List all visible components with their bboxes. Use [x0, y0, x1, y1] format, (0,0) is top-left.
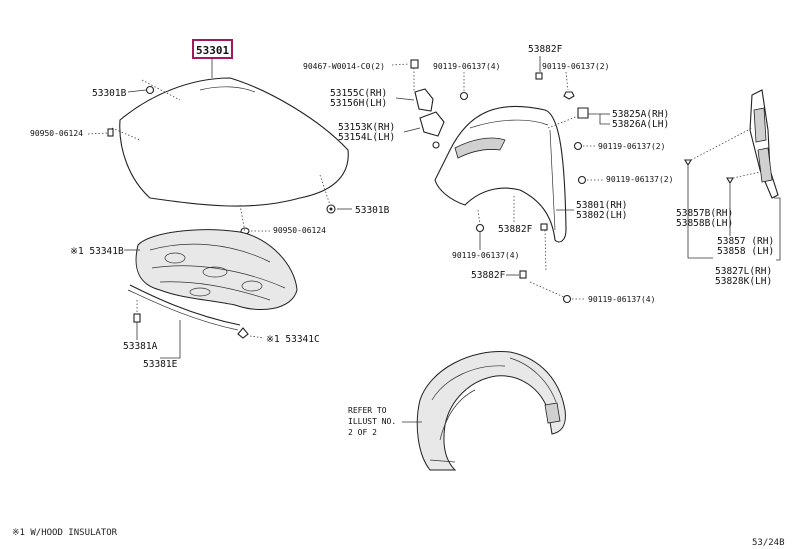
seal-clip-icon	[133, 300, 141, 323]
part-label-53882f-lower[interactable]: 53882F	[471, 270, 506, 281]
rh-bracket-icon	[547, 107, 589, 129]
refer-line-1: REFER TO	[348, 406, 387, 415]
top-screw-icon	[459, 72, 469, 101]
part-label-53341c[interactable]: ※1 53341C	[266, 334, 320, 345]
part-label-53857[interactable]: 53857 (RH)	[717, 236, 774, 247]
part-label-53882f-top[interactable]: 53882F	[528, 44, 563, 55]
top-bolt-2-icon	[563, 71, 575, 100]
lower-nut-icon	[519, 270, 527, 279]
part-label-53857b[interactable]: 53857B(RH)	[676, 208, 733, 219]
part-label-90119-top[interactable]: 90119-06137(4)	[433, 62, 500, 71]
hood-panel[interactable]	[111, 77, 349, 233]
part-label-53156h[interactable]: 53156H(LH)	[330, 98, 387, 109]
fender-nut-icon	[540, 223, 548, 231]
fender-seal-strip[interactable]	[749, 89, 779, 199]
hood-insulator[interactable]	[135, 229, 298, 311]
part-label-90950-06124-a[interactable]: 90950-06124	[30, 129, 83, 138]
part-label-53801[interactable]: 53801(RH)	[576, 200, 627, 211]
part-label-53301b-top[interactable]: 53301B	[92, 88, 127, 99]
part-label-53828k[interactable]: 53828K(LH)	[715, 276, 772, 287]
rh-bolt-1-icon	[573, 141, 583, 151]
part-label-90119-top-2[interactable]: 90119-06137(2)	[542, 62, 609, 71]
part-label-53301b-bottom[interactable]: 53301B	[355, 205, 390, 216]
seal-clip-2-icon	[726, 177, 734, 185]
front-fender[interactable]	[434, 105, 567, 273]
part-label-53153k[interactable]: 53153K(RH)	[338, 122, 395, 133]
part-label-90119-fender[interactable]: 90119-06137(4)	[452, 251, 519, 260]
top-clip-icon	[410, 59, 419, 92]
fender-bracket-upper[interactable]	[414, 88, 434, 112]
fender-bracket-lower[interactable]	[419, 111, 445, 149]
part-label-53381e[interactable]: 53381E	[143, 359, 178, 370]
part-label-53154l[interactable]: 53154L(LH)	[338, 132, 395, 143]
part-label-53826a[interactable]: 53826A(LH)	[612, 119, 669, 130]
part-label-90950-06124-b[interactable]: 90950-06124	[273, 226, 326, 235]
part-label-53825a[interactable]: 53825A(RH)	[612, 109, 669, 120]
part-label-53858[interactable]: 53858 (LH)	[717, 246, 774, 257]
footer-code: 53/24B	[752, 538, 785, 548]
part-label-90467[interactable]: 90467-W0014-C0(2)	[303, 62, 385, 71]
footer-note: ※1 W/HOOD INSULATOR	[12, 528, 118, 538]
part-label-53341b[interactable]: ※1 53341B	[70, 246, 124, 257]
fender-bolt-icon	[475, 209, 485, 233]
hood-stay-bolt-icon	[107, 128, 114, 137]
hood-clip-icon	[145, 85, 155, 95]
top-nut-icon	[535, 56, 543, 80]
part-label-53858b[interactable]: 53858B(LH)	[676, 218, 733, 229]
part-label-53882f-mid[interactable]: 53882F	[498, 224, 533, 235]
part-label-90119-lower[interactable]: 90119-06137(4)	[588, 295, 655, 304]
refer-line-3: 2 OF 2	[348, 428, 377, 437]
part-label-53827l[interactable]: 53827L(RH)	[715, 266, 772, 277]
part-label-90119-right-1[interactable]: 90119-06137(2)	[598, 142, 665, 151]
part-label-53802[interactable]: 53802(LH)	[576, 210, 627, 221]
insulator-clip-icon	[237, 327, 249, 339]
hood-cushion-icon	[326, 204, 336, 214]
seal-clip-1-icon	[684, 159, 692, 167]
fender-liner[interactable]	[416, 351, 566, 471]
part-label-90119-right-2[interactable]: 90119-06137(2)	[606, 175, 673, 184]
part-label-53155c[interactable]: 53155C(RH)	[330, 88, 387, 99]
hood-seal-strip[interactable]	[127, 284, 241, 331]
part-label-53381a[interactable]: 53381A	[123, 341, 158, 352]
lower-bolt-icon	[529, 281, 572, 304]
refer-line-2: ILLUST NO.	[348, 417, 396, 426]
part-label-53301[interactable]: 53301	[196, 44, 229, 57]
rh-bolt-2-icon	[577, 175, 587, 185]
highlight-box	[192, 39, 233, 59]
